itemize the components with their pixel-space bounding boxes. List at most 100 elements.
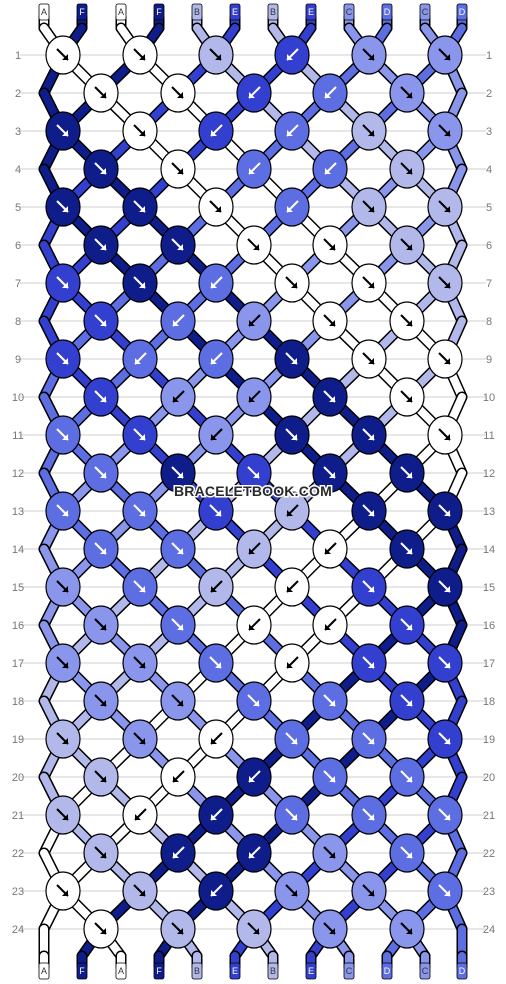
arrow-head-icon <box>329 396 335 402</box>
arrow-head-icon <box>329 700 335 706</box>
arrow-head-icon <box>444 662 450 668</box>
arrow-head-icon <box>368 510 374 516</box>
arrow-head-icon <box>135 358 141 364</box>
arrow-head-icon <box>444 282 450 288</box>
string-label-bottom-swatch <box>419 962 431 980</box>
row-number-right: 23 <box>483 886 495 898</box>
arrow-head-icon <box>368 890 374 896</box>
arrow-head-icon <box>62 586 68 592</box>
arrow-head-icon <box>287 662 293 668</box>
arrow-head-icon <box>215 206 221 212</box>
arrow-head-icon <box>139 738 145 744</box>
arrow-head-icon <box>406 624 412 630</box>
row-number-right: 7 <box>486 278 492 290</box>
string-label-top-swatch <box>381 3 393 21</box>
row-number-left: 23 <box>12 886 24 898</box>
arrow-head-icon <box>406 700 412 706</box>
arrow-head-icon <box>215 510 221 516</box>
arrow-head-icon <box>173 852 179 858</box>
arrow-head-icon <box>211 358 217 364</box>
string-label-top: E <box>308 7 314 17</box>
arrow-head-icon <box>62 738 68 744</box>
row-number-left: 17 <box>12 658 24 670</box>
arrow-head-icon <box>62 282 68 288</box>
arrow-head-icon <box>291 282 297 288</box>
arrow-head-icon <box>444 434 450 440</box>
arrow-head-icon <box>100 548 106 554</box>
arrow-head-icon <box>62 54 68 60</box>
row-number-right: 20 <box>483 772 495 784</box>
arrow-head-icon <box>177 700 183 706</box>
string-label-top-swatch <box>191 3 203 21</box>
row-number-right: 10 <box>483 392 495 404</box>
arrow-head-icon <box>177 472 183 478</box>
arrow-head-icon <box>62 358 68 364</box>
string-label-bottom: A <box>41 966 47 976</box>
row-number-right: 11 <box>483 430 494 442</box>
string-label-top-swatch <box>38 3 50 21</box>
arrow-head-icon <box>100 928 106 934</box>
arrow-head-icon <box>249 168 255 174</box>
arrow-head-icon <box>139 130 145 136</box>
row-number-right: 15 <box>483 582 495 594</box>
arrow-head-icon <box>406 92 412 98</box>
arrow-head-icon <box>62 890 68 896</box>
string-label-top: B <box>194 7 200 17</box>
row-number-left: 11 <box>12 430 23 442</box>
arrow-head-icon <box>100 852 106 858</box>
arrow-head-icon <box>249 92 255 98</box>
arrow-head-icon <box>100 244 106 250</box>
arrow-head-icon <box>406 396 412 402</box>
arrow-head-icon <box>249 624 255 630</box>
arrow-head-icon <box>291 814 297 820</box>
row-number-left: 13 <box>12 506 24 518</box>
string-label-top: E <box>232 7 238 17</box>
arrow-head-icon <box>329 244 335 250</box>
row-number-right: 22 <box>483 848 495 860</box>
row-number-left: 6 <box>15 240 21 252</box>
row-number-right: 18 <box>483 696 495 708</box>
arrow-head-icon <box>100 776 106 782</box>
arrow-head-icon <box>173 320 179 326</box>
arrow-head-icon <box>139 206 145 212</box>
arrow-head-icon <box>211 130 217 136</box>
arrow-head-icon <box>249 396 255 402</box>
arrow-head-icon <box>100 320 106 326</box>
string-label-bottom: C <box>346 966 353 976</box>
arrow-head-icon <box>325 548 331 554</box>
arrow-head-icon <box>253 928 259 934</box>
row-number-right: 6 <box>486 240 492 252</box>
arrow-head-icon <box>100 396 106 402</box>
row-number-left: 14 <box>12 544 24 556</box>
arrow-head-icon <box>325 92 331 98</box>
arrow-head-icon <box>139 890 145 896</box>
string-label-bottom-swatch <box>456 962 468 980</box>
arrow-head-icon <box>177 624 183 630</box>
row-number-left: 24 <box>12 924 24 936</box>
row-number-left: 3 <box>15 126 21 138</box>
arrow-head-icon <box>287 586 293 592</box>
arrow-head-icon <box>406 928 412 934</box>
string-label-top-swatch <box>343 3 355 21</box>
string-label-bottom-swatch <box>305 962 317 980</box>
string-label-bottom: F <box>79 966 85 976</box>
string-label-bottom-swatch <box>115 962 127 980</box>
string-label-bottom: D <box>459 966 466 976</box>
arrow-head-icon <box>329 472 335 478</box>
arrow-head-icon <box>291 890 297 896</box>
string-label-top-swatch <box>456 3 468 21</box>
row-number-left: 18 <box>12 696 24 708</box>
arrow-head-icon <box>406 776 412 782</box>
string-label-bottom-swatch <box>153 962 165 980</box>
arrow-head-icon <box>173 776 179 782</box>
arrow-head-icon <box>211 890 217 896</box>
row-number-right: 3 <box>486 126 492 138</box>
string-label-top: C <box>346 7 353 17</box>
row-number-right: 19 <box>483 734 495 746</box>
string-label-top-swatch <box>305 3 317 21</box>
arrow-head-icon <box>173 396 179 402</box>
watermark: BRACELETBOOK.COM <box>174 483 332 499</box>
